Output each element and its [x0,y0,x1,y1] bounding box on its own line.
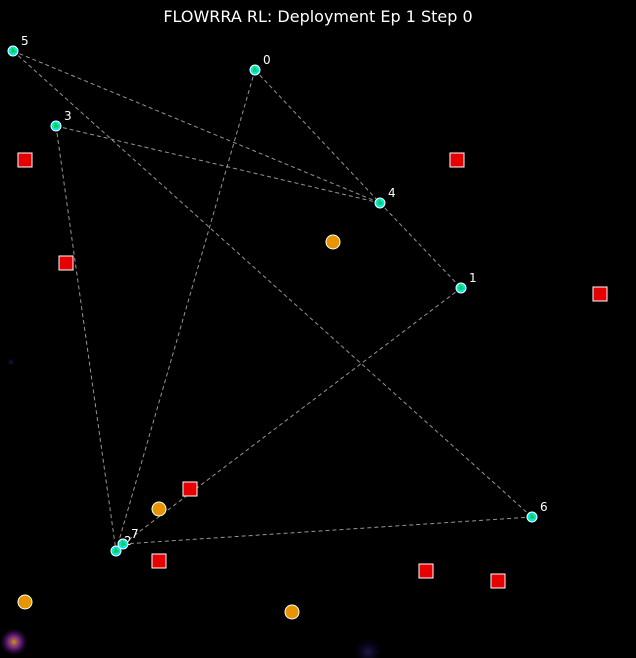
node-label: 3 [64,109,72,123]
square-obstacle [418,563,434,579]
square-obstacles-layer [17,152,608,589]
node-heading-arrow [530,513,535,519]
node-label: 1 [469,271,477,285]
nodes-layer: 0 1 2 3 4 5 6 7 [7,34,548,557]
node-label: 7 [131,527,139,541]
node-heading-arrow [459,284,464,290]
circle-obstacle [151,501,167,517]
density-blob [354,638,382,658]
node-label: 5 [21,34,29,48]
node-heading-arrow [378,199,383,205]
circle-obstacle [17,594,33,610]
square-obstacle [182,481,198,497]
square-obstacle [151,553,167,569]
edges-layer [12,50,533,552]
square-obstacle [17,152,33,168]
density-blob [0,628,28,656]
edge-line [55,125,117,552]
node-label: 2 [124,534,132,548]
square-obstacle [449,152,465,168]
circle-obstacles-layer [17,234,341,620]
circle-obstacle [284,604,300,620]
edge-line [12,50,533,518]
edge-line [122,516,533,545]
edge-line [55,125,381,204]
node-heading-arrow [114,547,119,553]
node-heading-arrow [11,47,16,53]
edge-line [122,287,462,545]
square-obstacle [490,573,506,589]
node-heading-arrow [253,66,258,72]
square-obstacle [58,255,74,271]
edge-line [254,69,381,204]
node-label: 4 [388,186,396,200]
chart-title: FLOWRRA RL: Deployment Ep 1 Step 0 [163,7,473,26]
edge-line [12,50,381,204]
edge-line [379,202,462,289]
density-blob [7,358,15,366]
circle-obstacle [325,234,341,250]
node-label: 6 [540,500,548,514]
node-heading-arrow [54,122,59,128]
node-label: 0 [263,53,271,67]
node-heading-arrow [121,540,126,546]
square-obstacle [592,286,608,302]
